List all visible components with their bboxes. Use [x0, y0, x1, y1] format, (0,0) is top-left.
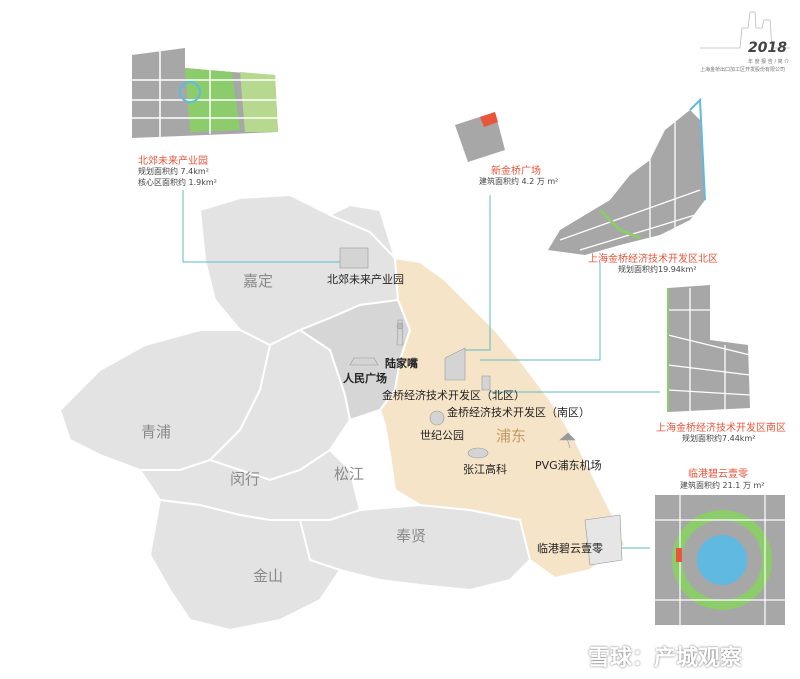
inset-xinjinqiao-map [455, 112, 505, 162]
district-pudong-shape [378, 256, 627, 580]
poi-label-renmin: 人民广场 [343, 372, 387, 385]
skyline-logo-icon [700, 11, 790, 49]
inset-note-xinjinqiao: 建筑面积约 4.2 万 m² [479, 177, 559, 186]
leader-line-xinjinqiao [462, 195, 491, 351]
poi-label-pvg: PVG浦东机场 [535, 459, 602, 472]
district-label-qingpu: 青浦 [141, 423, 172, 441]
poi-label-lingang: 临港碧云壹零 [537, 542, 603, 555]
inset-beijiao-map [132, 48, 278, 138]
poi-label-lujiazui: 陆家嘴 [385, 357, 418, 370]
leader-lines [182, 190, 660, 549]
poi-label-jinqiao-south: 金桥经济技术开发区（南区） [447, 406, 590, 419]
report-subtitle: 年 度 报 告 / 简 介 [748, 59, 790, 65]
building-icon-renmin [349, 357, 379, 366]
district-fengxian-shape [298, 503, 532, 592]
poi-label-century-park: 世纪公园 [420, 429, 464, 442]
report-year: 2018 [748, 40, 787, 56]
inset-lingang-map [655, 495, 785, 625]
building-icon-jinqiao-south [481, 375, 491, 391]
district-label-fengxian: 奉贤 [396, 527, 427, 545]
building-icon-beijiao [339, 247, 369, 269]
poi-label-beijiao: 北郊未来产业园 [327, 273, 404, 286]
inset-title-xinjinqiao: 新金桥广场 [491, 166, 541, 177]
inset-note-beijiao-2: 核心区面积约 1.9km² [138, 178, 217, 187]
inset-title-south: 上海金桥经济技术开发区南区 [656, 423, 786, 434]
inset-note-beijiao-1: 规划面积约 7.4km² [138, 167, 209, 176]
inset-title-lingang: 临港碧云壹零 [688, 469, 748, 480]
plane-icon-pvg [559, 432, 576, 449]
poi-label-jinqiao-north: 金桥经济技术开发区（北区） [382, 389, 525, 402]
stadium-icon-zhangjiang [467, 447, 489, 459]
building-icon-lingang [584, 514, 623, 566]
poi-label-zhangjiang: 张江高科 [463, 463, 507, 476]
watermark: 雪球：产城观察 [588, 646, 743, 671]
district-jinshan-shape [148, 498, 342, 632]
district-label-jinshan: 金山 [253, 567, 284, 585]
inset-note-north: 规划面积约19.94km² [618, 265, 697, 274]
district-label-jiading: 嘉定 [243, 272, 274, 290]
poi-icons [339, 247, 623, 566]
leader-line-north [480, 262, 601, 361]
inset-title-beijiao: 北郊未来产业园 [138, 156, 208, 167]
district-baoshan-shape [327, 203, 396, 259]
inset-title-north: 上海金桥经济技术开发区北区 [588, 254, 718, 265]
tree-icon-century-park [429, 410, 445, 426]
inset-note-south: 规划面积约7.44km² [682, 434, 756, 443]
leader-line-beijiao [182, 190, 345, 263]
building-icon-jinqiao-north [444, 347, 466, 381]
inset-note-lingang: 建筑面积约 21.1 万 m² [680, 481, 765, 490]
company-name: 上海金桥出口加工区开发股份有限公司 [700, 67, 786, 73]
district-label-pudong: 浦东 [496, 427, 527, 445]
inset-south-map [667, 285, 751, 412]
district-label-minhang: 闵行 [230, 470, 261, 488]
district-label-songjiang: 松江 [334, 465, 365, 483]
inset-north-map [548, 97, 706, 255]
